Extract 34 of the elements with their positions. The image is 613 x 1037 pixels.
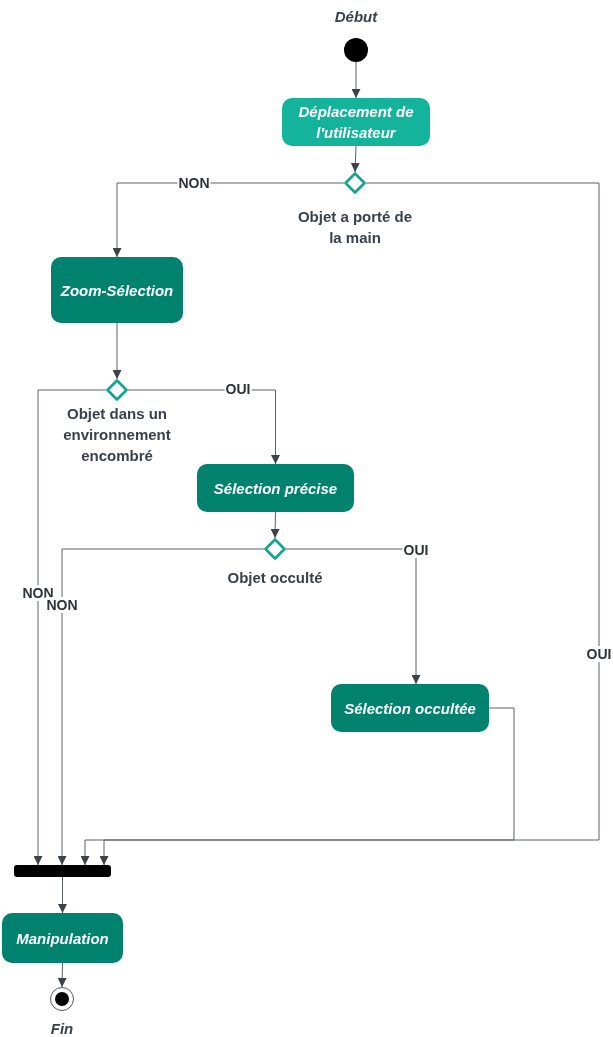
arrow bbox=[351, 60, 361, 99]
arrow bbox=[270, 511, 280, 539]
condition-label: Objet a porté de la main bbox=[296, 207, 414, 248]
action-label: Manipulation bbox=[16, 928, 109, 949]
arrow bbox=[285, 548, 421, 685]
arrow bbox=[99, 182, 600, 866]
action-box bbox=[197, 464, 354, 512]
join-bar bbox=[14, 865, 111, 877]
arrow bbox=[350, 145, 360, 173]
action-box bbox=[282, 98, 430, 146]
arrow bbox=[80, 707, 515, 866]
edge-label: OUI bbox=[224, 381, 252, 397]
edge-label: OUI bbox=[585, 646, 613, 662]
edge-label: NON bbox=[45, 597, 79, 613]
arrow bbox=[33, 389, 107, 866]
edge-label: NON bbox=[21, 585, 55, 601]
action-box bbox=[2, 913, 123, 963]
action-box bbox=[331, 684, 489, 732]
edge-label: NON bbox=[177, 175, 211, 191]
start-label: Début bbox=[334, 7, 378, 27]
arrow bbox=[112, 182, 345, 258]
action-label: Déplacement de l'utilisateur bbox=[298, 102, 414, 143]
arrow bbox=[57, 548, 265, 866]
arrow bbox=[58, 876, 67, 914]
arrow bbox=[57, 962, 67, 988]
condition-label: Objet dans un environnement encombré bbox=[62, 404, 172, 466]
arrow bbox=[112, 322, 122, 380]
action-box bbox=[51, 257, 183, 323]
action-label: Sélection précise bbox=[213, 478, 338, 499]
action-label: Sélection occultée bbox=[344, 698, 476, 719]
action-label: Zoom-Sélection bbox=[60, 280, 174, 301]
edge-label: OUI bbox=[402, 542, 430, 558]
condition-label: Objet occulté bbox=[227, 568, 323, 588]
end-label: Fin bbox=[50, 1019, 74, 1037]
